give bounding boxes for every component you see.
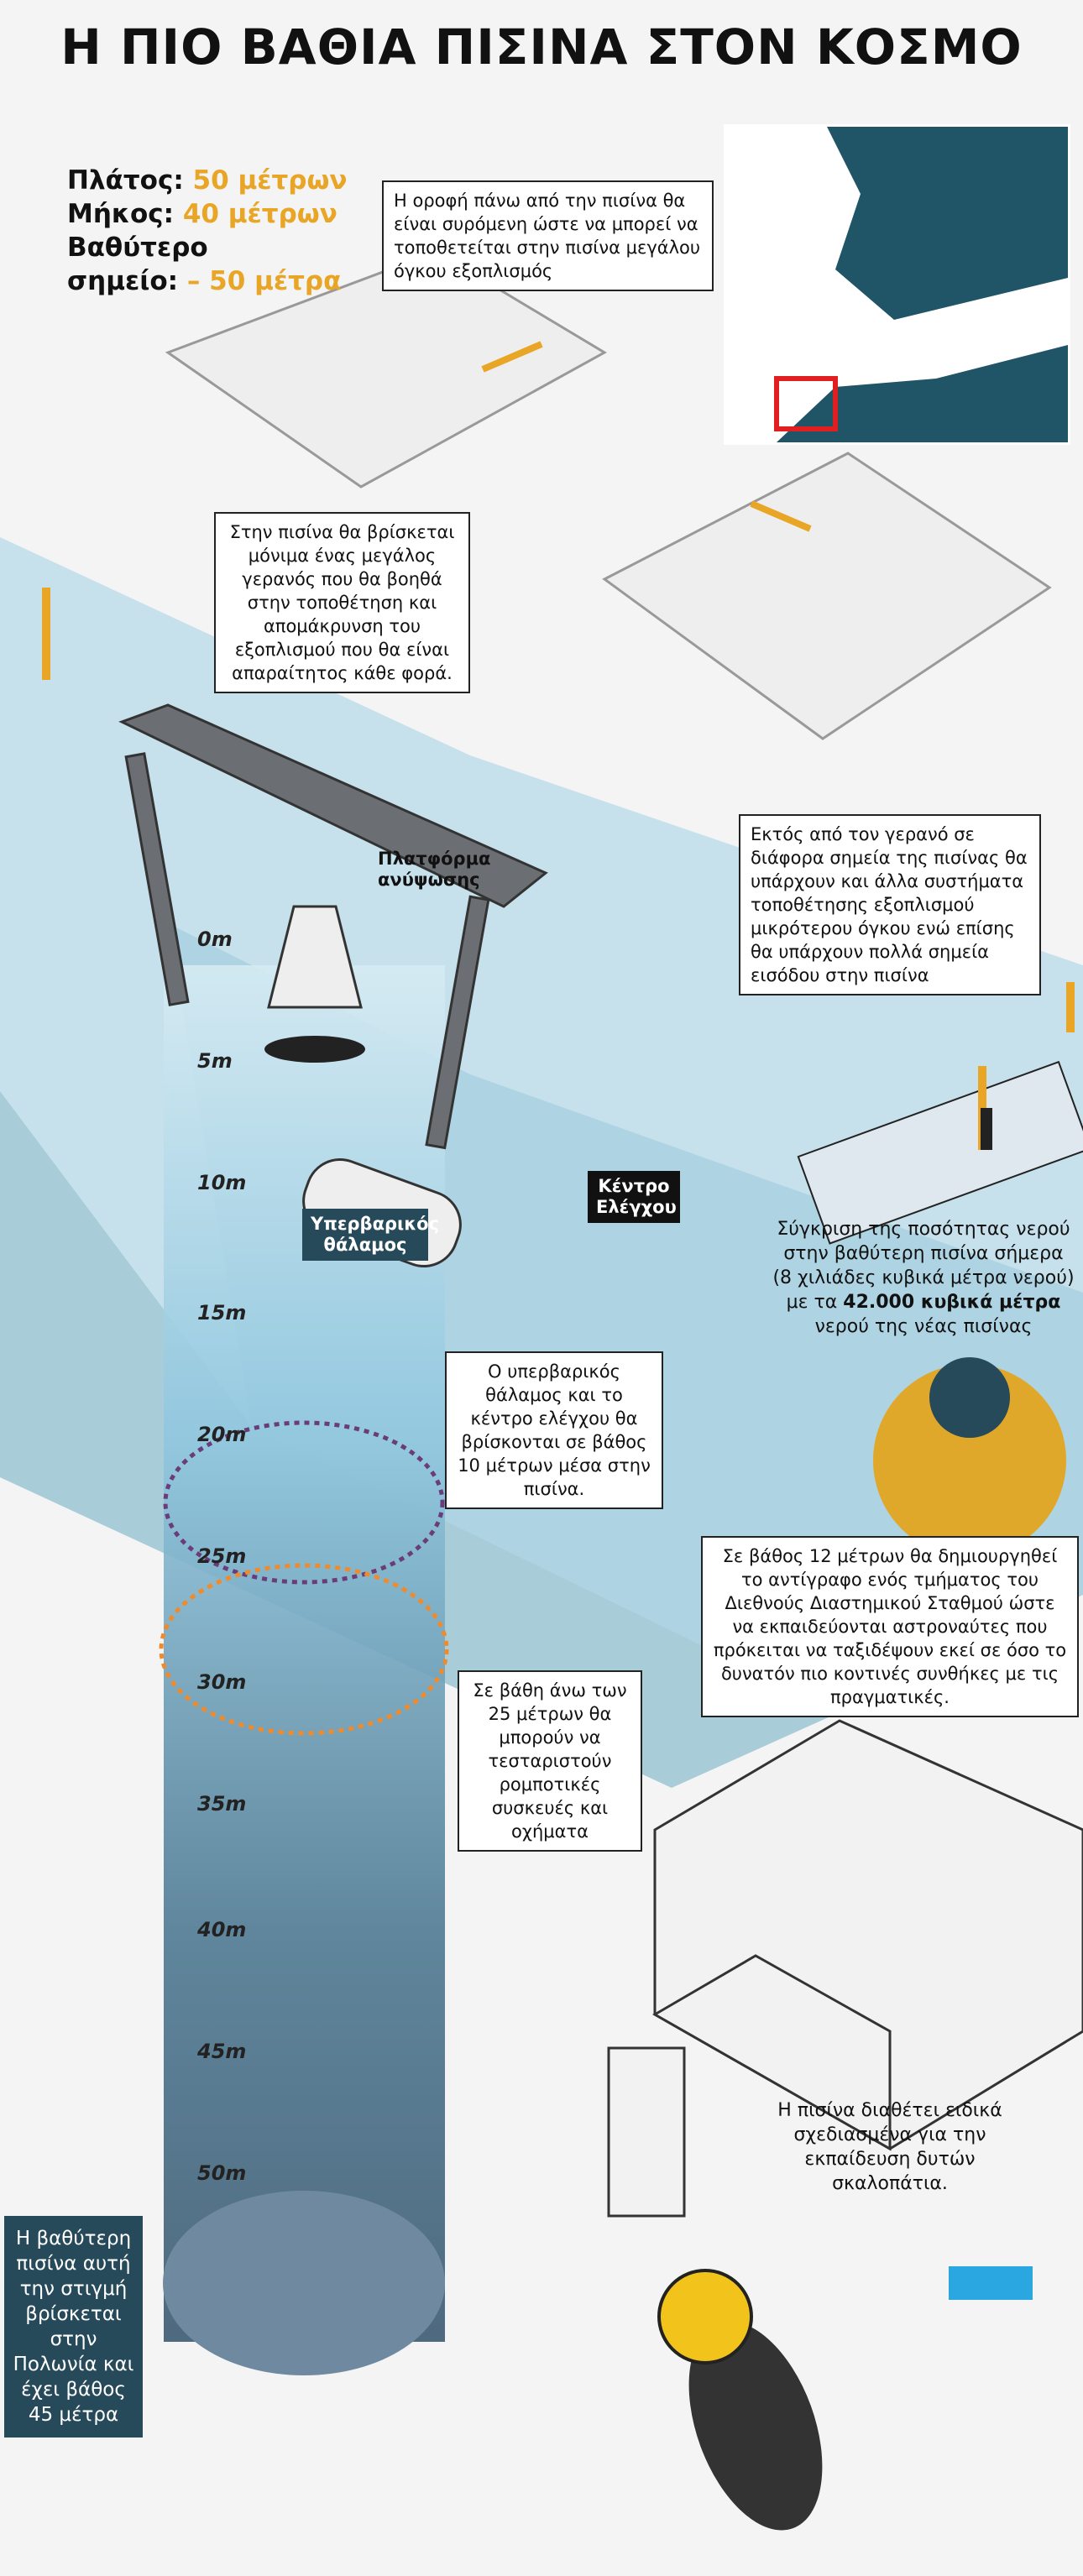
- poland-callout: Η βαθύτερη πισίνα αυτή την στιγμή βρίσκε…: [4, 2216, 143, 2438]
- width-value: 50 μέτρων: [192, 165, 348, 196]
- width-label: Πλάτος:: [67, 165, 184, 196]
- hyperbaric-callout: Ο υπερβαρικός θάλαμος και το κέντρο ελέγ…: [445, 1351, 663, 1509]
- shaft-bottom: [163, 2191, 445, 2375]
- control-center-label: Κέντρο Ελέγχου: [588, 1171, 680, 1223]
- depth-label: 30m: [197, 1670, 247, 1694]
- depth-label: 0m: [197, 927, 233, 951]
- stairs: [607, 1719, 1083, 2218]
- length-label: Μήκος:: [67, 199, 175, 229]
- stairs-text: Η πισίνα διαθέτει ειδικά σχεδιασμένα για…: [777, 2100, 1002, 2194]
- page-title: Η ΠΙΟ ΒΑΘΙΑ ΠΙΣΙΝΑ ΣΤΟΝ ΚΟΣΜΟ: [60, 18, 1023, 76]
- location-map: [724, 124, 1070, 445]
- depth-label: 50m: [197, 2161, 247, 2185]
- comparison-bold: 42.000 κυβικά μέτρα: [843, 1292, 1061, 1313]
- gantry-crane: [118, 703, 548, 1150]
- pool-stats: Πλάτος: 50 μέτρων Μήκος: 40 μέτρων Βαθύτ…: [67, 164, 348, 298]
- crane-callout: Στην πισίνα θα βρίσκεται μόνιμα ένας μεγ…: [214, 512, 470, 693]
- comparison-text: Σύγκριση της ποσότητας νερού στην βαθύτε…: [772, 1217, 1075, 1339]
- roof-callout: Η οροφή πάνω από την πισίνα θα είναι συρ…: [382, 180, 714, 291]
- capsule: [264, 905, 365, 1063]
- depth-label: 20m: [197, 1423, 247, 1446]
- sliding-roof: [165, 250, 1052, 740]
- entry-callout: Εκτός από τον γερανό σε διάφορα σημεία τ…: [739, 814, 1041, 995]
- comparison-text-2: νερού της νέας πισίνας: [814, 1316, 1033, 1337]
- platform-label: Πλατφόρμα ανύψωσης: [378, 849, 491, 890]
- comparison-text-1: Σύγκριση της ποσότητας νερού στην βαθύτε…: [772, 1219, 1075, 1313]
- deepest-label-1: Βαθύτερο: [67, 233, 208, 263]
- robots-callout: Σε βάθη άνω των 25 μέτρων θα μπορούν να …: [458, 1670, 642, 1852]
- diver: [657, 2266, 1033, 2531]
- new-volume-circle: [873, 1364, 1066, 1557]
- chamber-label: Υπερβαρικός θάλαμος: [302, 1209, 439, 1261]
- depth-label: 45m: [197, 2040, 247, 2063]
- deepest-value: – 50 μέτρα: [186, 266, 342, 296]
- depth-label: 25m: [197, 1544, 247, 1568]
- depth-label: 10m: [197, 1171, 247, 1194]
- iss-callout: Σε βάθος 12 μέτρων θα δημιουργηθεί το αν…: [701, 1536, 1079, 1717]
- land-shape: [726, 127, 1068, 442]
- deepest-label-2: σημείο:: [67, 266, 179, 296]
- depth-label: 15m: [197, 1301, 247, 1325]
- old-volume-circle: [929, 1357, 1010, 1438]
- depth-label: 5m: [197, 1049, 233, 1073]
- length-value: 40 μέτρων: [182, 199, 337, 229]
- depth-label: 40m: [197, 1918, 247, 1941]
- iss-module: [797, 1060, 1083, 1245]
- depth-label: 35m: [197, 1792, 247, 1816]
- location-marker: [774, 376, 838, 431]
